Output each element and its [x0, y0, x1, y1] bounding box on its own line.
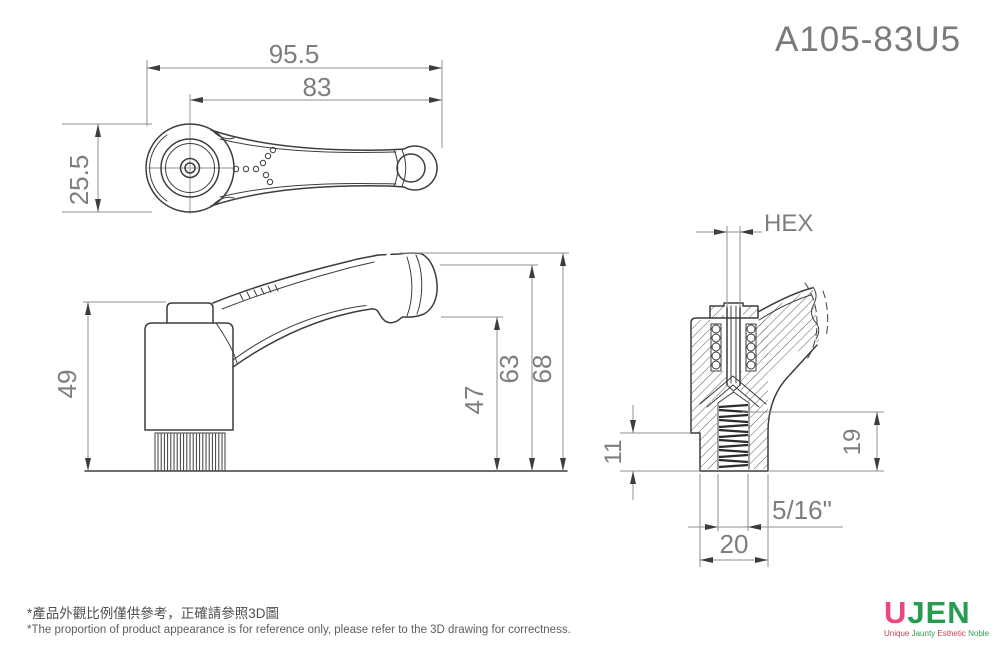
- footer-notes: *產品外觀比例僅供參考，正確請參照3D圖 *The proportion of …: [27, 605, 571, 639]
- part-number: A105-83U5: [775, 20, 962, 59]
- dim-base-width: 20: [720, 529, 749, 559]
- dim-side-overall: 68: [527, 355, 557, 384]
- note-chinese: *產品外觀比例僅供參考，正確請參照3D圖: [27, 606, 280, 621]
- dim-side-base-height: 49: [52, 370, 82, 399]
- dim-top-boss: 25.5: [64, 155, 94, 206]
- dim-thread-size: 5/16": [772, 495, 832, 525]
- logo-tagline: Unique Jaunty Esthetic Noble: [884, 630, 989, 638]
- logo-letters-jen: JEN: [907, 595, 971, 630]
- dim-side-tip-bottom: 47: [459, 386, 489, 415]
- brand-logo: UJEN Unique Jaunty Esthetic Noble: [884, 597, 989, 638]
- internal-thread: [718, 403, 749, 469]
- tagline-word-jaunty: Jaunty: [911, 629, 936, 638]
- dim-side-tip-top: 63: [494, 355, 524, 384]
- top-view-drawing: 95.5 83 25.5: [62, 39, 443, 214]
- handle-dots-pattern: [232, 146, 277, 186]
- dim-thread-depth: 19: [839, 429, 866, 456]
- logo-letter-u: U: [884, 595, 908, 630]
- tagline-word-esthetic: Esthetic: [937, 629, 966, 638]
- logo-wordmark: UJEN: [884, 597, 989, 628]
- section-view-drawing: HEX 11 19 5/16" 20: [600, 210, 884, 567]
- dim-top-handle: 83: [303, 72, 332, 102]
- dim-collar-height: 11: [600, 440, 627, 465]
- note-english: *The proportion of product appearance is…: [27, 624, 571, 637]
- tagline-word-noble: Noble: [968, 629, 990, 638]
- side-view-drawing: 49 47 63 68: [52, 252, 569, 472]
- dim-top-overall: 95.5: [269, 39, 320, 69]
- spring-coils: [711, 324, 756, 370]
- dim-hex-label: HEX: [764, 210, 813, 237]
- tagline-word-unique: Unique: [884, 629, 910, 638]
